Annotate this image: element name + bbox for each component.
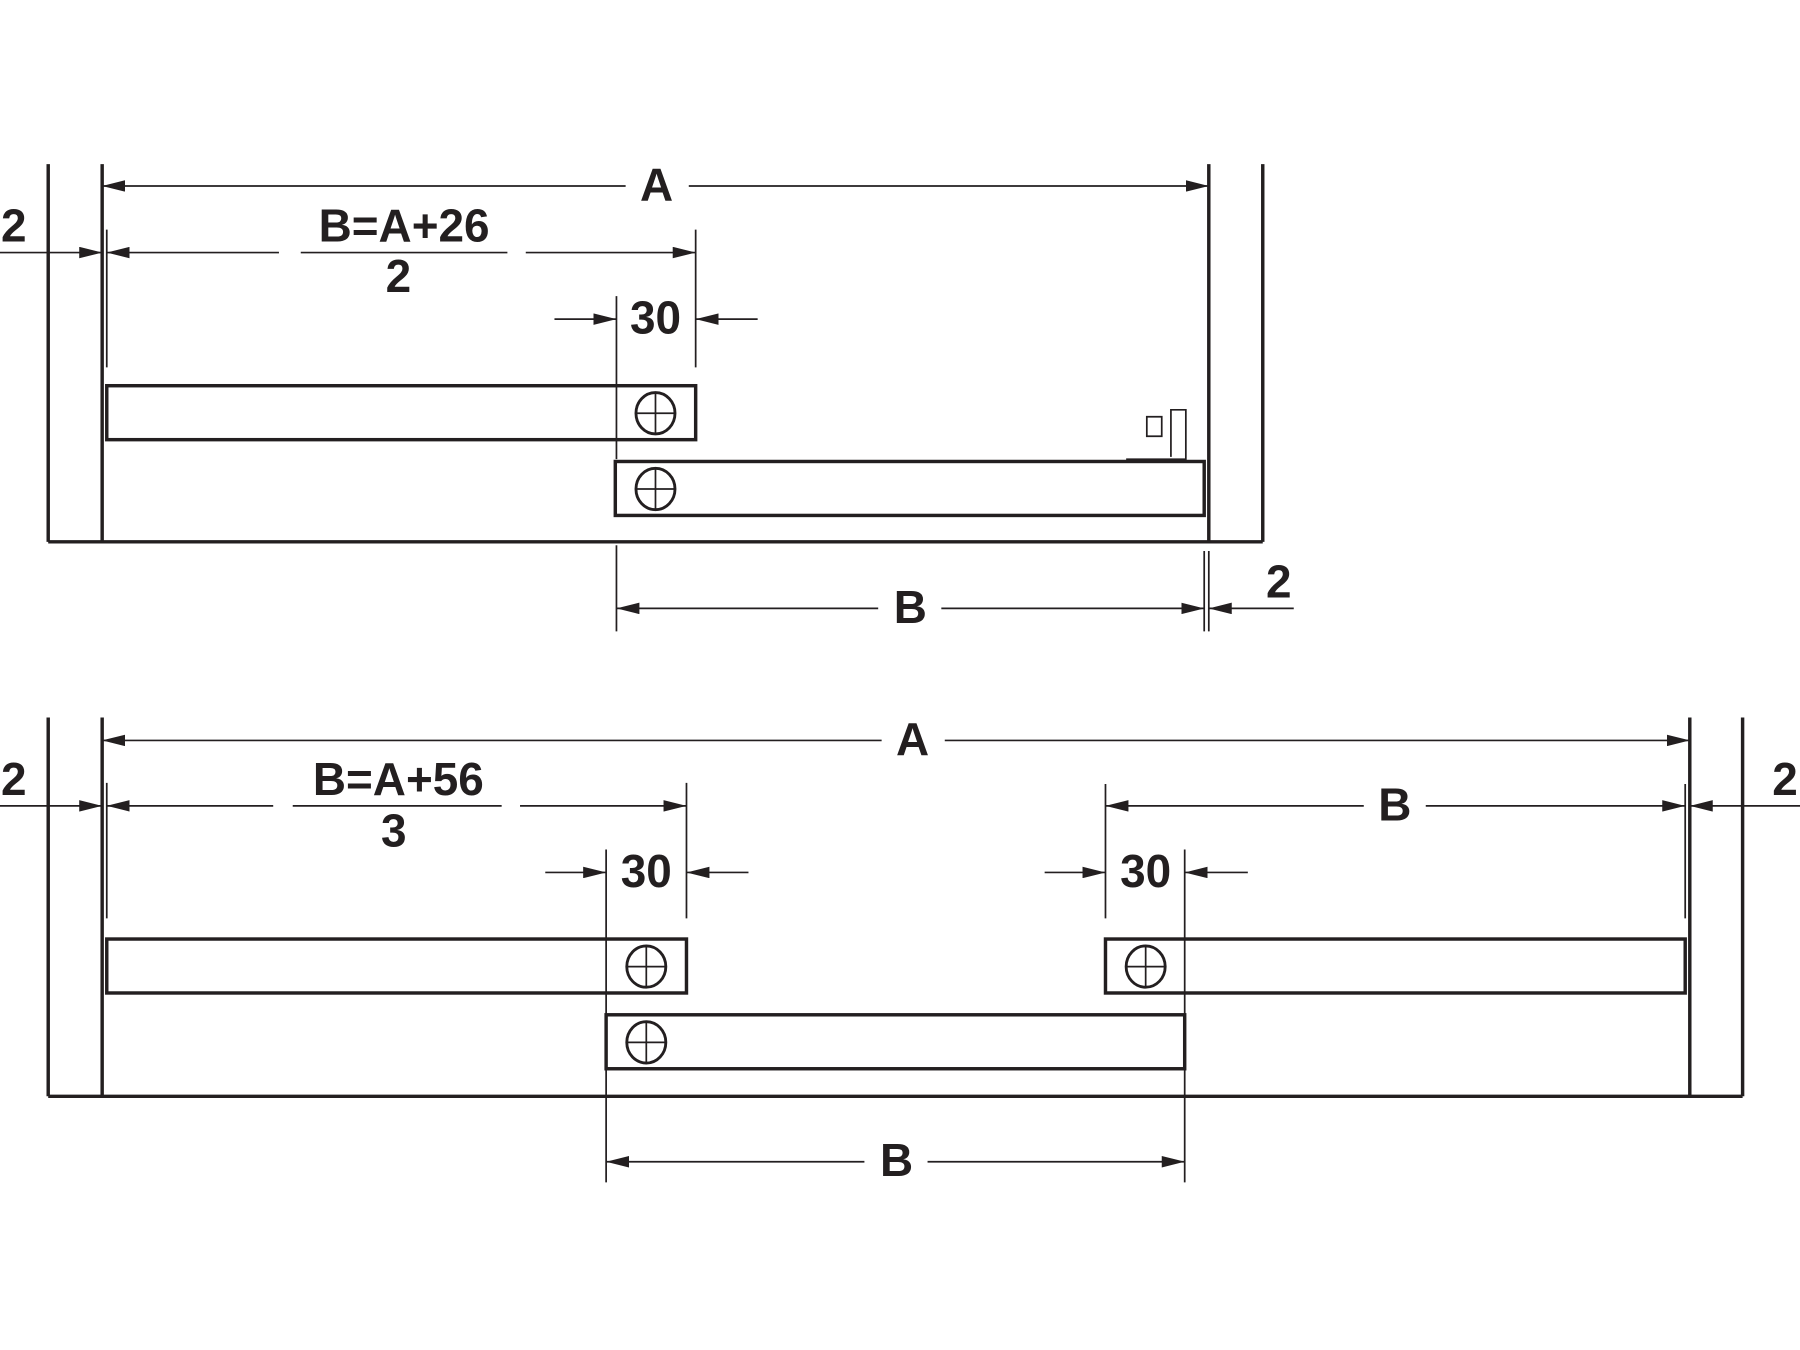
formula-numerator: B=A+26	[319, 200, 490, 252]
dimension-gap-left: 2	[0, 200, 103, 259]
drawer-rail-right	[1103, 937, 1687, 995]
dimension-gap-right: 2	[1689, 753, 1800, 812]
dimension-label-offset-left: 30	[621, 845, 672, 897]
dimension-label-offset-right: 30	[1120, 845, 1171, 897]
bottom-diagram: A 2 2 B=A+56 3 30	[0, 713, 1800, 1186]
dimension-label-offset: 30	[630, 292, 681, 344]
dimension-label-gap-right: 2	[1772, 753, 1798, 805]
dimension-label-gap-left: 2	[1, 753, 27, 805]
cabinet-outline	[46, 717, 1745, 1099]
formula-denominator: 3	[381, 805, 407, 857]
screw-hole-icon	[1124, 944, 1167, 989]
rail-bracket-icon	[1126, 408, 1187, 461]
dimension-a: A	[102, 158, 1209, 210]
dimension-b: B	[615, 545, 1210, 633]
dimension-label-b-right: B	[1378, 778, 1411, 830]
screw-hole-icon	[625, 1020, 668, 1065]
drawer-rail-lower	[613, 459, 1206, 518]
screw-hole-icon	[634, 391, 677, 436]
dimension-label-gap-left: 2	[1, 200, 27, 252]
formula-numerator: B=A+56	[313, 753, 484, 805]
dimension-label-b: B	[894, 581, 927, 633]
dimension-label-a: A	[640, 158, 673, 210]
dimension-offset-left: 30	[545, 845, 749, 1183]
drawer-rail-upper	[105, 383, 698, 442]
dimension-b-bottom: B	[606, 1134, 1185, 1186]
top-diagram: A 2 B=A+26 2 30	[0, 158, 1294, 633]
dimension-a: A	[102, 713, 1690, 765]
dimension-b-right: B	[1105, 778, 1687, 919]
drawer-rail-middle	[604, 1013, 1187, 1071]
dimension-gap-right: 2	[1208, 556, 1294, 615]
dimension-formula: B=A+56 3	[105, 753, 688, 919]
dimension-formula: B=A+26 2	[105, 200, 697, 368]
dimension-label-gap-right: 2	[1266, 556, 1292, 608]
dimension-label-b-bottom: B	[880, 1134, 913, 1186]
screw-hole-icon	[625, 944, 668, 989]
dimension-gap-left: 2	[0, 753, 103, 812]
cabinet-outline	[46, 164, 1265, 544]
screw-hole-icon	[634, 466, 677, 512]
drawer-rail-left	[105, 937, 689, 995]
formula-denominator: 2	[386, 250, 412, 302]
dimension-label-a: A	[896, 713, 929, 765]
